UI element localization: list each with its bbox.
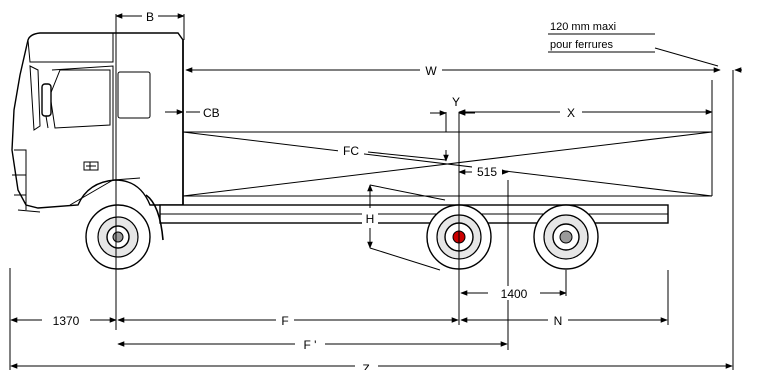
note-leader bbox=[654, 47, 719, 67]
rear-tag-wheel bbox=[533, 204, 599, 270]
label-f-prime: F ' bbox=[304, 338, 317, 352]
labels: B CB W 120 mm maxi pour ferrures Y X FC … bbox=[42, 9, 616, 370]
label-z: Z bbox=[362, 362, 369, 370]
dimensions bbox=[9, 13, 742, 370]
label-b: B bbox=[146, 10, 154, 24]
label-x: X bbox=[567, 106, 575, 120]
label-w: W bbox=[425, 64, 437, 78]
note-line-2: pour ferrures bbox=[550, 39, 613, 51]
label-y: Y bbox=[452, 95, 460, 109]
label-1370: 1370 bbox=[53, 314, 80, 328]
suspension-lines bbox=[369, 184, 446, 271]
cab bbox=[11, 32, 184, 213]
label-1400: 1400 bbox=[501, 287, 528, 301]
front-wheel bbox=[85, 204, 151, 270]
note-line-1: 120 mm maxi bbox=[550, 21, 616, 33]
front-mudguard bbox=[145, 194, 164, 241]
label-fc: FC bbox=[343, 144, 359, 158]
truck-illustration bbox=[11, 32, 713, 271]
label-n: N bbox=[554, 314, 563, 328]
label-h: H bbox=[366, 212, 375, 226]
label-515: 515 bbox=[477, 165, 497, 179]
label-f: F bbox=[281, 314, 288, 328]
fc-leader bbox=[367, 151, 447, 161]
cargo-body bbox=[182, 131, 713, 197]
label-cb: CB bbox=[203, 106, 220, 120]
